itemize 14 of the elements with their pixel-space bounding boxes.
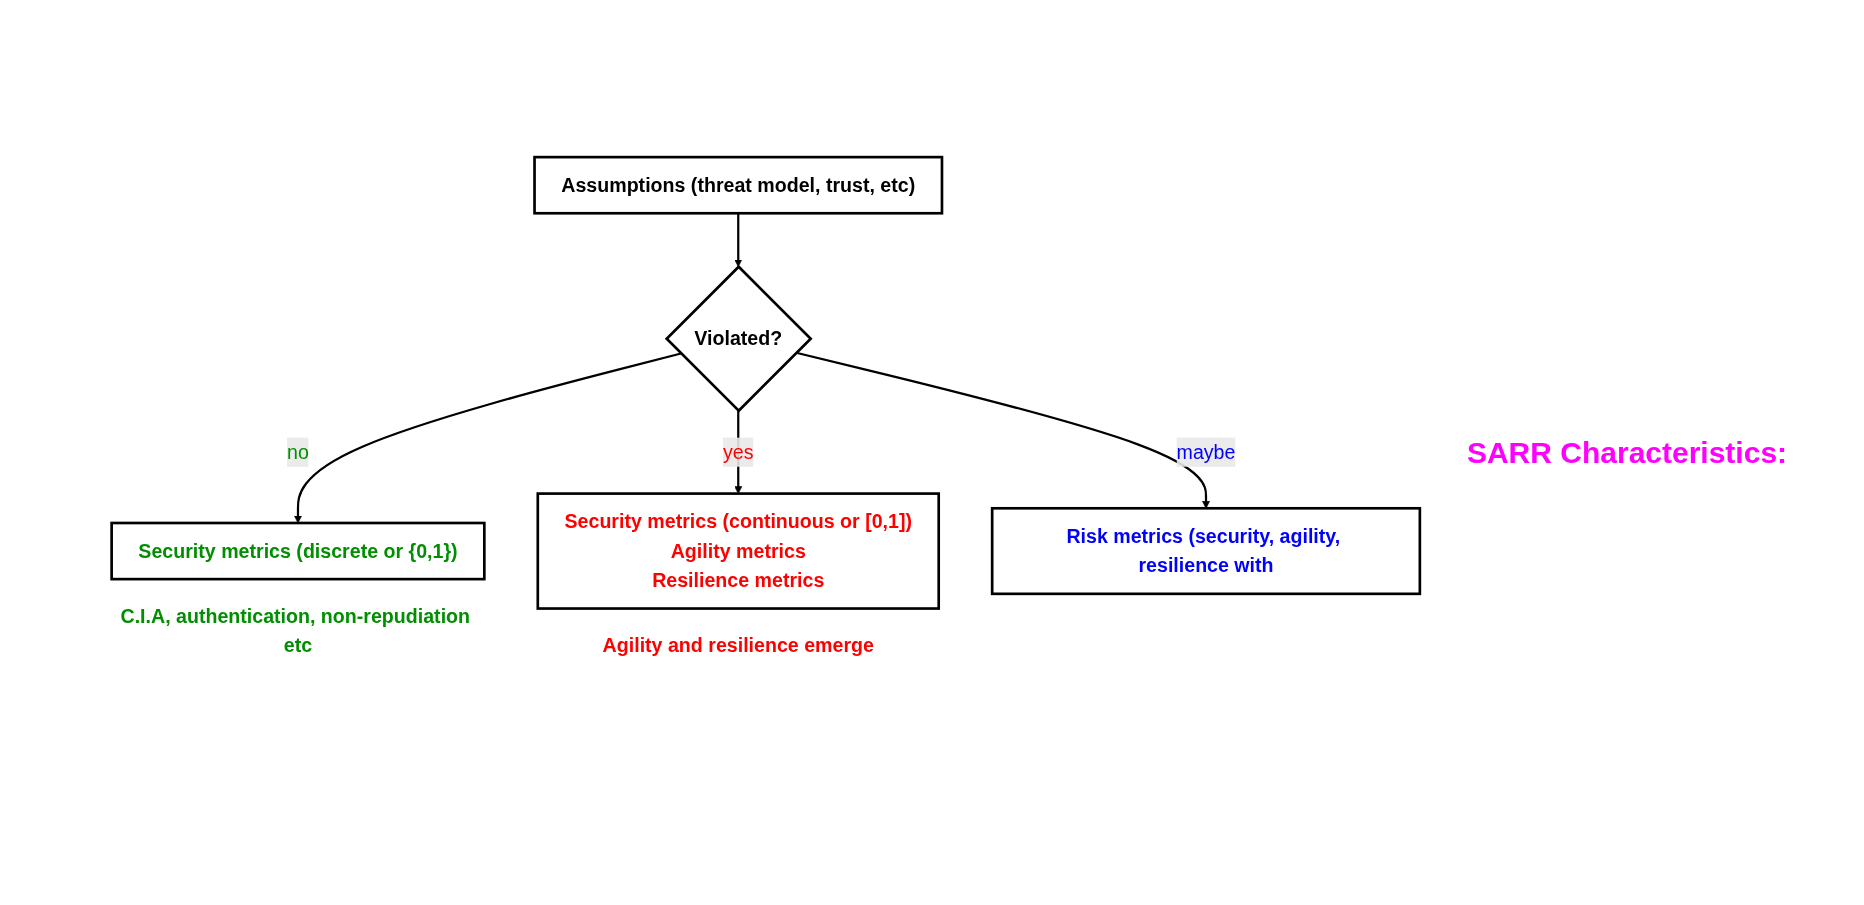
node-label: C.I.A, authentication, non-repudiation etc xyxy=(120,605,470,657)
edge-label: yes xyxy=(722,441,754,464)
edge-label: maybe xyxy=(1176,441,1236,464)
arrow xyxy=(294,352,682,524)
node-box: Security metrics (continuous or [0,1]) Agility metrics Resilience metrics xyxy=(536,492,940,611)
edge-label: no xyxy=(287,441,309,464)
note-text: SARR Characteristics: xyxy=(1466,435,1788,470)
node-label: Agility and resilience emerge xyxy=(602,634,874,657)
node-box: Assumptions (threat model, trust, etc) xyxy=(533,155,944,215)
arrow xyxy=(795,351,1210,509)
node-diamond: Violated? xyxy=(664,265,813,413)
node-box: Risk metrics (security, agility, resilience with xyxy=(990,507,1422,596)
node-box: Security metrics (discrete or {0,1}) xyxy=(110,521,486,581)
arrow xyxy=(734,213,743,268)
